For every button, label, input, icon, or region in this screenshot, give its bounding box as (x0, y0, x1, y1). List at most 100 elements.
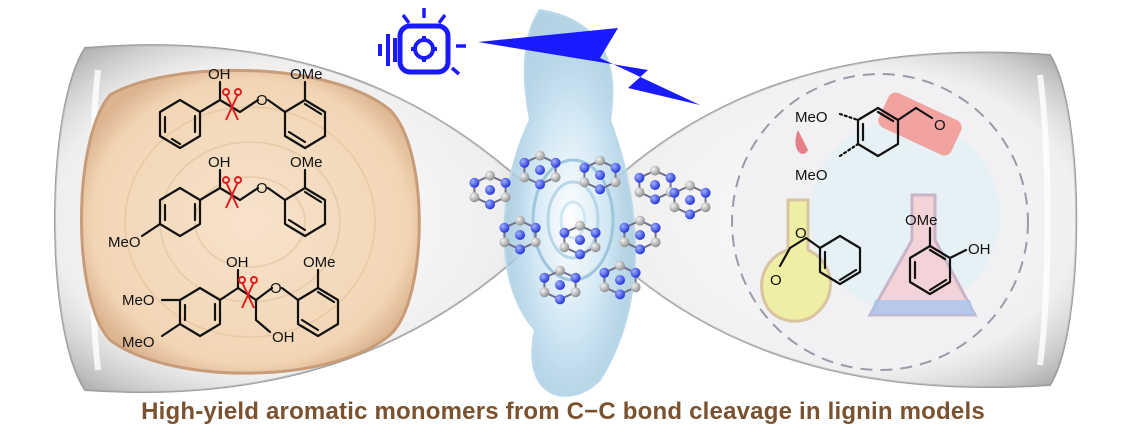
nitrogen-atom (485, 185, 495, 195)
nitrogen-atom (595, 170, 605, 180)
nitrogen-atom (634, 172, 645, 183)
nitrogen-atom (685, 195, 695, 205)
scissors-icon (222, 176, 242, 209)
nitrogen-atom (555, 294, 565, 305)
wood-slice (80, 68, 421, 375)
label-meo: MeO (795, 109, 828, 126)
carbon-atom (515, 215, 525, 226)
carbon-atom (519, 172, 530, 183)
nitrogen-atom (499, 222, 510, 233)
nitrogen-atom (570, 272, 581, 283)
nitrogen-atom (635, 230, 645, 240)
label-oh: OH (968, 241, 991, 258)
nitrogen-atom (635, 244, 645, 255)
nitrogen-atom (650, 222, 661, 233)
gear-icon (411, 36, 437, 62)
label-o: O (256, 92, 268, 109)
label-ome: OMe (303, 254, 336, 271)
nitrogen-atom (575, 249, 585, 260)
lightning-bolt-icon (478, 28, 700, 105)
label-o: O (256, 180, 268, 197)
carbon-atom (619, 237, 630, 248)
nitrogen-atom (515, 244, 525, 255)
substrate-2: OH O OMe MeO (108, 154, 327, 251)
label-meo: MeO (122, 334, 155, 351)
nitrogen-atom (500, 177, 511, 188)
label-ome: OMe (905, 212, 938, 229)
carbon-atom (610, 177, 621, 188)
nitrogen-atom (650, 180, 660, 190)
label-meo: MeO (795, 167, 828, 184)
nitrogen-atom (669, 187, 680, 198)
label-o: O (795, 225, 807, 242)
nitrogen-atom (665, 172, 676, 183)
carbon-atom (570, 287, 581, 298)
carbon-atom (635, 215, 645, 226)
nitrogen-atom (550, 157, 561, 168)
nitrogen-atom (530, 222, 541, 233)
substrate-3: OH O OMe MeO MeO OH (122, 254, 340, 351)
carbon-atom (550, 172, 561, 183)
carbon-atom (535, 150, 545, 161)
product-guaiacol: OMe OH (905, 212, 991, 296)
label-ome: OMe (290, 66, 323, 83)
carbon-atom (469, 192, 480, 203)
carbon-atom (499, 237, 510, 248)
substrate-1: OH O OMe (158, 66, 327, 150)
nitrogen-atom (535, 179, 545, 190)
carbon-atom (685, 180, 695, 191)
carbon-atom (555, 265, 565, 276)
nitrogen-atom (630, 267, 641, 278)
nitrogen-atom (535, 165, 545, 175)
carbon-atom (539, 287, 550, 298)
nitrogen-atom (700, 187, 711, 198)
nitrogen-atom (685, 209, 695, 220)
scissors-icon (238, 276, 258, 309)
carbon-atom (485, 170, 495, 181)
nitrogen-atom (615, 289, 625, 300)
nitrogen-atom (590, 227, 601, 238)
carbon-atom (650, 165, 660, 176)
label-o: O (934, 117, 946, 134)
carbon-atom (630, 282, 641, 293)
label-oh: OH (208, 66, 231, 83)
product-phenyl-formate: O O (770, 225, 862, 289)
carbon-atom (579, 177, 590, 188)
carbon-atom (530, 237, 541, 248)
label-ome: OMe (290, 154, 323, 171)
nitrogen-atom (575, 235, 585, 245)
nitrogen-atom (610, 162, 621, 173)
carbon-atom (599, 282, 610, 293)
nitrogen-atom (579, 162, 590, 173)
carbon-atom (590, 242, 601, 253)
carbon-atom (650, 237, 661, 248)
nitrogen-atom (559, 227, 570, 238)
vortex (503, 8, 636, 397)
label-o: O (270, 280, 282, 297)
nitrogen-atom (615, 275, 625, 285)
nitrogen-atom (519, 157, 530, 168)
label-oh: OH (226, 254, 249, 271)
label-meo: MeO (108, 234, 141, 251)
carbon-atom (669, 202, 680, 213)
carbon-atom (500, 192, 511, 203)
nitrogen-atom (619, 222, 630, 233)
label-oh: OH (208, 154, 231, 171)
label-oh: OH (272, 329, 295, 346)
caption: High-yield aromatic monomers from C−C bo… (141, 398, 985, 425)
flask-icon (760, 92, 978, 323)
nitrogen-atom (485, 199, 495, 210)
carbon-atom (595, 155, 605, 166)
carbon-atom (615, 260, 625, 271)
nitrogen-atom (515, 230, 525, 240)
nitrogen-atom (555, 280, 565, 290)
product-panel (731, 73, 1029, 371)
nitrogen-atom (650, 194, 660, 205)
carbon-atom (575, 220, 585, 231)
label-meo: MeO (122, 292, 155, 309)
nitrogen-atom (599, 267, 610, 278)
carbon-atom (634, 187, 645, 198)
nitrogen-atom (595, 184, 605, 195)
